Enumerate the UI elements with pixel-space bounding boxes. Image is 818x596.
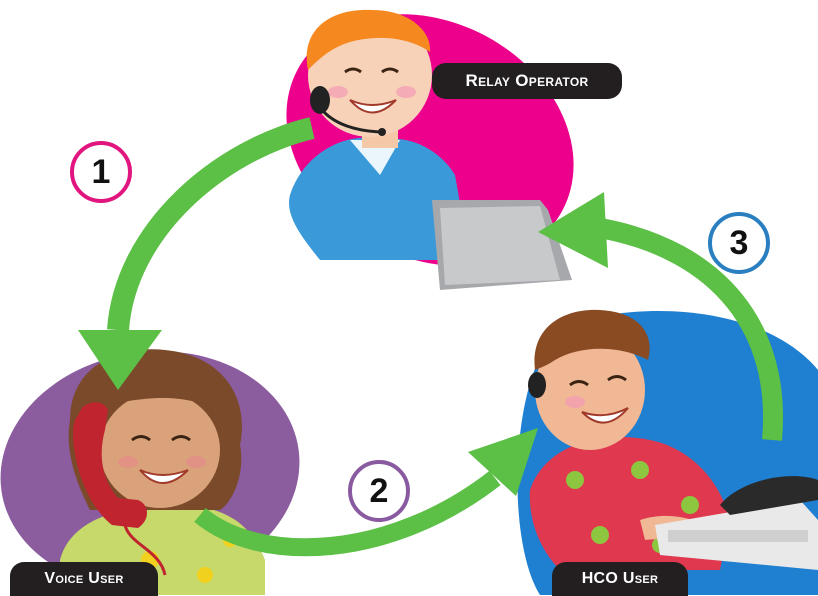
step-1-badge: 1 xyxy=(70,141,132,203)
voice-user-illustration xyxy=(0,349,300,595)
hco-user-label: HCO User xyxy=(552,562,688,596)
hco-user-headset xyxy=(528,372,546,398)
relay-operator-headset xyxy=(310,86,330,114)
phone-handset-icon xyxy=(73,402,147,528)
arrow-step-3 xyxy=(598,218,783,441)
arrow-step-1-head xyxy=(78,330,162,390)
hco-user-hair xyxy=(534,309,650,370)
relay-operator-shirt xyxy=(289,137,470,260)
hco-user-illustration xyxy=(517,309,818,595)
arrow-step-2-head xyxy=(468,428,538,496)
relay-operator-illustration xyxy=(286,9,574,290)
arrow-step-3-head xyxy=(538,192,608,268)
step-2-badge: 2 xyxy=(348,460,410,522)
arrow-step-1 xyxy=(107,117,315,332)
step-3-badge: 3 xyxy=(708,212,770,274)
voice-user-label: Voice User xyxy=(10,562,158,596)
relay-operator-hair xyxy=(306,9,431,70)
flow-arrows xyxy=(78,117,783,557)
hco-user-face xyxy=(535,330,645,450)
voice-user-face xyxy=(100,392,220,508)
arrow-step-2 xyxy=(194,470,501,557)
relay-operator-label: Relay Operator xyxy=(432,63,622,99)
